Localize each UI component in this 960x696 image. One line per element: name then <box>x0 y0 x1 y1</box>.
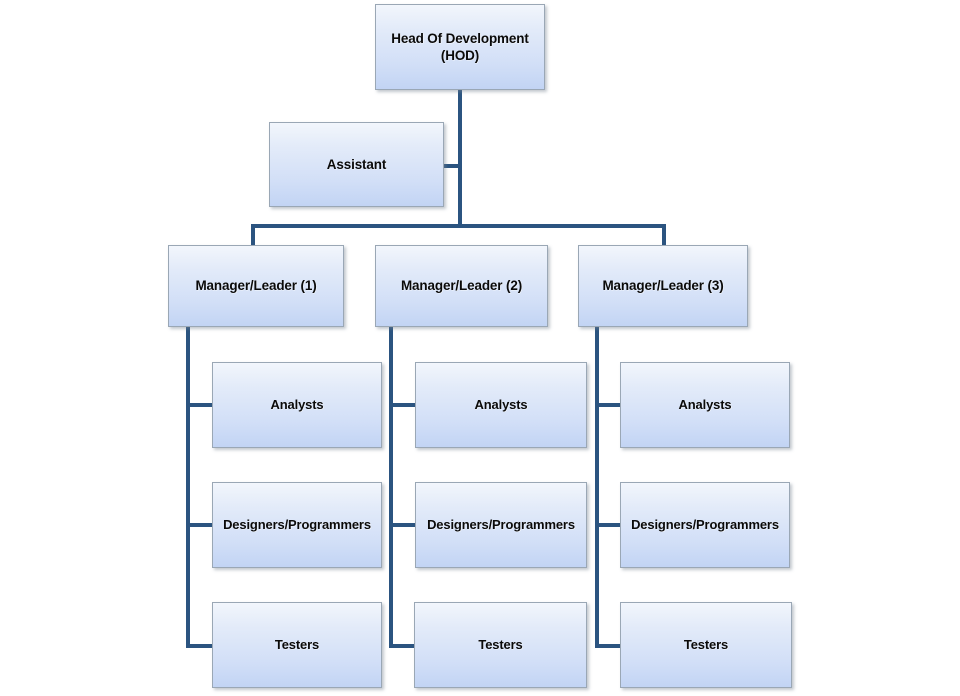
node-assistant[interactable]: Assistant <box>269 122 444 207</box>
node-team-3-testers[interactable]: Testers <box>620 602 792 688</box>
connector-manager-3-to-designers <box>595 523 623 527</box>
node-head-of-development[interactable]: Head Of Development (HOD) <box>375 4 545 90</box>
connector-manager-1-to-designers <box>186 523 214 527</box>
node-team-2-analysts[interactable]: Analysts <box>415 362 587 448</box>
connector-manager-3-to-analysts <box>595 403 623 407</box>
node-label-team-1-designers-programmers: Designers/Programmers <box>223 516 371 532</box>
node-label-team-2-analysts: Analysts <box>474 396 528 412</box>
node-manager-leader-2[interactable]: Manager/Leader (2) <box>375 245 548 327</box>
node-manager-leader-3[interactable]: Manager/Leader (3) <box>578 245 748 327</box>
node-label-team-1-testers: Testers <box>274 636 320 652</box>
connector-bus-to-manager-1 <box>251 224 255 246</box>
node-label-manager-leader-2: Manager/Leader (2) <box>400 278 523 294</box>
connector-bus-to-manager-3 <box>662 224 666 246</box>
connector-manager-2-to-analysts <box>389 403 417 407</box>
node-label-head-of-development: Head Of Development (HOD) <box>391 30 529 63</box>
connector-manager-1-spine <box>186 326 190 648</box>
node-label-team-3-analysts: Analysts <box>678 396 732 412</box>
node-label-manager-leader-3: Manager/Leader (3) <box>602 278 724 294</box>
connector-assistant-stub <box>442 164 462 168</box>
connector-manager-bus <box>251 224 666 228</box>
node-label-manager-leader-1: Manager/Leader (1) <box>195 278 317 294</box>
connector-manager-3-to-testers <box>595 644 623 648</box>
node-label-assistant: Assistant <box>326 156 387 172</box>
connector-manager-2-to-testers <box>389 644 417 648</box>
connector-hod-trunk <box>458 88 462 228</box>
node-label-team-1-analysts: Analysts <box>270 396 324 412</box>
node-team-3-designers-programmers[interactable]: Designers/Programmers <box>620 482 790 568</box>
connector-manager-2-to-designers <box>389 523 417 527</box>
node-team-3-analysts[interactable]: Analysts <box>620 362 790 448</box>
connector-manager-1-to-analysts <box>186 403 214 407</box>
node-team-1-analysts[interactable]: Analysts <box>212 362 382 448</box>
node-label-team-2-testers: Testers <box>478 636 523 652</box>
node-label-team-3-testers: Testers <box>683 636 729 652</box>
node-team-1-testers[interactable]: Testers <box>212 602 382 688</box>
connector-manager-2-spine <box>389 326 393 648</box>
connector-manager-1-to-testers <box>186 644 214 648</box>
node-manager-leader-1[interactable]: Manager/Leader (1) <box>168 245 344 327</box>
node-team-2-testers[interactable]: Testers <box>414 602 587 688</box>
node-team-2-designers-programmers[interactable]: Designers/Programmers <box>415 482 587 568</box>
node-label-team-3-designers-programmers: Designers/Programmers <box>631 516 779 532</box>
node-team-1-designers-programmers[interactable]: Designers/Programmers <box>212 482 382 568</box>
node-label-team-2-designers-programmers: Designers/Programmers <box>427 516 575 532</box>
connector-manager-3-spine <box>595 326 599 648</box>
